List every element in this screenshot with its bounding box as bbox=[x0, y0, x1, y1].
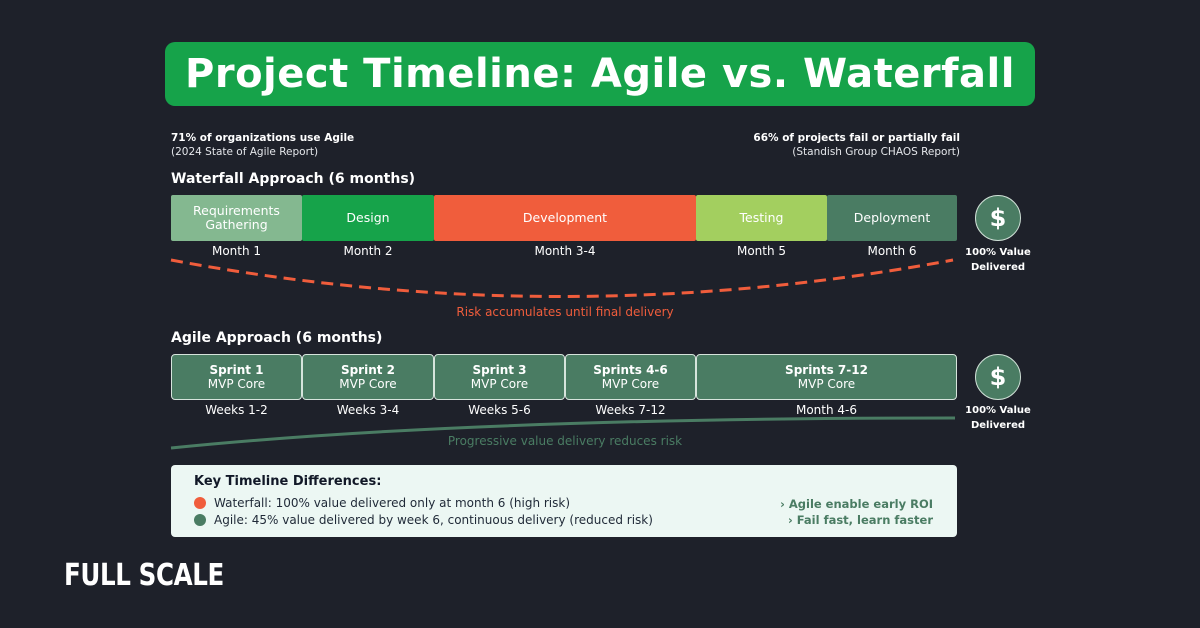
sprint-3-sub: MVP Core bbox=[470, 377, 529, 391]
key-agile-item: Agile: 45% value delivered by week 6, co… bbox=[194, 513, 653, 527]
sprints-7-12-sub: MVP Core bbox=[797, 377, 856, 391]
risk-note: Risk accumulates until final delivery bbox=[456, 305, 674, 319]
sprint-2: Sprint 2 MVP Core bbox=[302, 354, 434, 400]
sprints-4-6-sub: MVP Core bbox=[601, 377, 660, 391]
period-requirements: Month 1 bbox=[211, 244, 262, 258]
agile-value-label: 100% Value Delivered bbox=[963, 403, 1033, 433]
agile-adoption-value: 71% of organizations use Agile bbox=[171, 132, 355, 144]
dollar-icon: $ bbox=[975, 195, 1021, 241]
dollar-symbol: $ bbox=[989, 363, 1007, 391]
agile-value-line2: Delivered bbox=[970, 420, 1026, 431]
page-title: Project Timeline: Agile vs. Waterfall bbox=[185, 51, 1015, 97]
sprint-3: Sprint 3 MVP Core bbox=[434, 354, 565, 400]
sprint-2-sub: MVP Core bbox=[339, 377, 397, 391]
phase-deployment: Deployment bbox=[827, 195, 957, 241]
phase-design: Design bbox=[302, 195, 434, 241]
agile-adoption-stat: 71% of organizations use Agile (2024 Sta… bbox=[171, 131, 354, 159]
key-title: Key Timeline Differences: bbox=[194, 474, 382, 489]
sprints-4-6: Sprints 4-6 MVP Core bbox=[565, 354, 696, 400]
phase-testing: Testing bbox=[696, 195, 827, 241]
phase-label-requirements: Requirements Gathering bbox=[193, 203, 280, 232]
period-development: Month 3-4 bbox=[534, 244, 596, 258]
sprint-2-name: Sprint 2 bbox=[340, 363, 396, 377]
period-sprint-1: Weeks 1-2 bbox=[205, 403, 268, 417]
period-design: Month 2 bbox=[343, 244, 393, 258]
period-sprints-4-6: Weeks 7-12 bbox=[595, 403, 666, 417]
phase-label-development: Development bbox=[522, 210, 608, 225]
phase-label-deployment: Deployment bbox=[853, 210, 931, 225]
key-waterfall-text: Waterfall: 100% value delivered only at … bbox=[214, 496, 571, 510]
project-failure-stat: 66% of projects fail or partially fail (… bbox=[753, 131, 960, 159]
period-sprint-3: Weeks 5-6 bbox=[468, 403, 531, 417]
project-failure-source: (Standish Group CHAOS Report) bbox=[792, 146, 960, 158]
agile-title: Agile Approach (6 months) bbox=[171, 330, 383, 346]
sprints-4-6-name: Sprints 4-6 bbox=[593, 363, 668, 377]
project-failure-value: 66% of projects fail or partially fail bbox=[753, 132, 960, 144]
phase-label-design: Design bbox=[346, 210, 390, 225]
period-deployment: Month 6 bbox=[867, 244, 917, 258]
sprint-1-sub: MVP Core bbox=[207, 377, 266, 391]
sprint-1-name: Sprint 1 bbox=[209, 363, 264, 377]
risk-curve bbox=[170, 258, 954, 298]
agile-dot-icon bbox=[194, 514, 206, 526]
agile-adoption-source: (2024 State of Agile Report) bbox=[171, 146, 319, 158]
sprint-3-name: Sprint 3 bbox=[472, 363, 527, 377]
waterfall-value-line1: 100% Value bbox=[965, 247, 1031, 258]
period-sprints-7-12: Month 4-6 bbox=[795, 403, 858, 417]
period-testing: Month 5 bbox=[736, 244, 787, 258]
phase-label-testing: Testing bbox=[739, 210, 784, 225]
phase-development: Development bbox=[434, 195, 696, 241]
waterfall-dot-icon bbox=[194, 497, 206, 509]
dollar-icon: $ bbox=[975, 354, 1021, 400]
waterfall-value-label: 100% Value Delivered bbox=[963, 245, 1033, 275]
sprints-7-12-name: Sprints 7-12 bbox=[785, 363, 868, 377]
agile-value-line1: 100% Value bbox=[965, 405, 1031, 416]
sprints-7-12: Sprints 7-12 MVP Core bbox=[696, 354, 957, 400]
phase-requirements: Requirements Gathering bbox=[171, 195, 302, 241]
waterfall-title: Waterfall Approach (6 months) bbox=[171, 171, 416, 187]
progress-note: Progressive value delivery reduces risk bbox=[447, 434, 683, 448]
waterfall-value-line2: Delivered bbox=[970, 262, 1026, 273]
dollar-symbol: $ bbox=[989, 204, 1007, 232]
period-sprint-2: Weeks 3-4 bbox=[336, 403, 400, 417]
sprint-1: Sprint 1 MVP Core bbox=[171, 354, 302, 400]
progress-curve bbox=[170, 416, 956, 450]
key-agile-text: Agile: 45% value delivered by week 6, co… bbox=[214, 513, 653, 527]
key-differences-box: Key Timeline Differences: Waterfall: 100… bbox=[171, 465, 957, 537]
brand-logo: FULL SCALE bbox=[64, 558, 224, 593]
title-banner: Project Timeline: Agile vs. Waterfall bbox=[165, 42, 1035, 106]
key-point-early-roi: › Agile enable early ROI bbox=[780, 497, 933, 511]
key-point-fail-fast: › Fail fast, learn faster bbox=[788, 513, 933, 527]
key-waterfall-item: Waterfall: 100% value delivered only at … bbox=[194, 496, 570, 510]
